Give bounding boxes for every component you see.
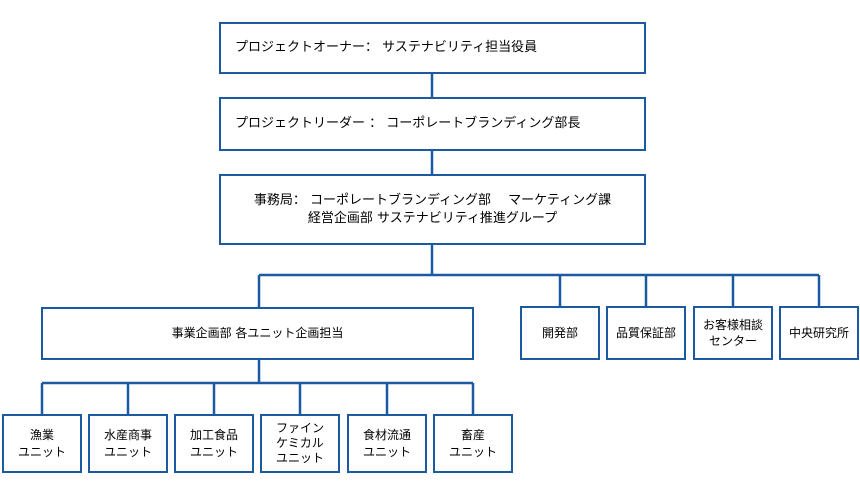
dept-box-customer-center: お客様相談 センター (693, 306, 773, 360)
dept-box-central-lab: 中央研究所 (779, 306, 859, 360)
unit-box-processed-food: 加工食品 ユニット (174, 414, 254, 473)
dept-label-development: 開発部 (541, 325, 578, 340)
dept-box-development: 開発部 (520, 306, 600, 360)
dept-label-customer-center: お客様相談 センター (702, 317, 763, 348)
dept-label-central-lab: 中央研究所 (788, 325, 849, 340)
project-leader-label: プロジェクトリーダー ： コーポレートブランディング部長 (235, 116, 581, 132)
unit-label-fishery: 漁業 ユニット (17, 428, 66, 459)
secretariat-line1: 事務局： コーポレートブランディング部 マーケティング課 (253, 192, 612, 208)
unit-label-livestock: 畜産 ユニット (448, 428, 497, 459)
unit-label-fine-chemical: ファイン ケミカル ユニット (275, 421, 324, 465)
business-planning-box: 事業企画部 各ユニット企画担当 (41, 307, 474, 360)
unit-box-marine-trading: 水産商事 ユニット (88, 414, 168, 473)
project-owner-box: プロジェクトオーナー： サステナビリティ担当役員 (219, 22, 646, 74)
dept-label-quality-assurance: 品質保証部 (615, 325, 676, 340)
unit-label-food-distribution: 食材流通 ユニット (362, 428, 411, 459)
unit-label-marine-trading: 水産商事 ユニット (103, 428, 152, 459)
business-planning-label: 事業企画部 各ユニット企画担当 (171, 326, 344, 341)
unit-box-food-distribution: 食材流通 ユニット (347, 414, 427, 473)
project-leader-box: プロジェクトリーダー ： コーポレートブランディング部長 (219, 97, 646, 151)
project-owner-label: プロジェクトオーナー： サステナビリティ担当役員 (235, 40, 538, 56)
secretariat-box: 事務局： コーポレートブランディング部 マーケティング課 経営企画部 サステナビ… (219, 174, 646, 245)
dept-box-quality-assurance: 品質保証部 (606, 306, 686, 360)
unit-box-fishery: 漁業 ユニット (2, 414, 82, 473)
unit-box-livestock: 畜産 ユニット (433, 414, 513, 473)
secretariat-line2: 経営企画部 サステナビリティ推進グループ (307, 210, 558, 226)
unit-box-fine-chemical: ファイン ケミカル ユニット (260, 414, 340, 473)
unit-label-processed-food: 加工食品 ユニット (189, 428, 238, 459)
